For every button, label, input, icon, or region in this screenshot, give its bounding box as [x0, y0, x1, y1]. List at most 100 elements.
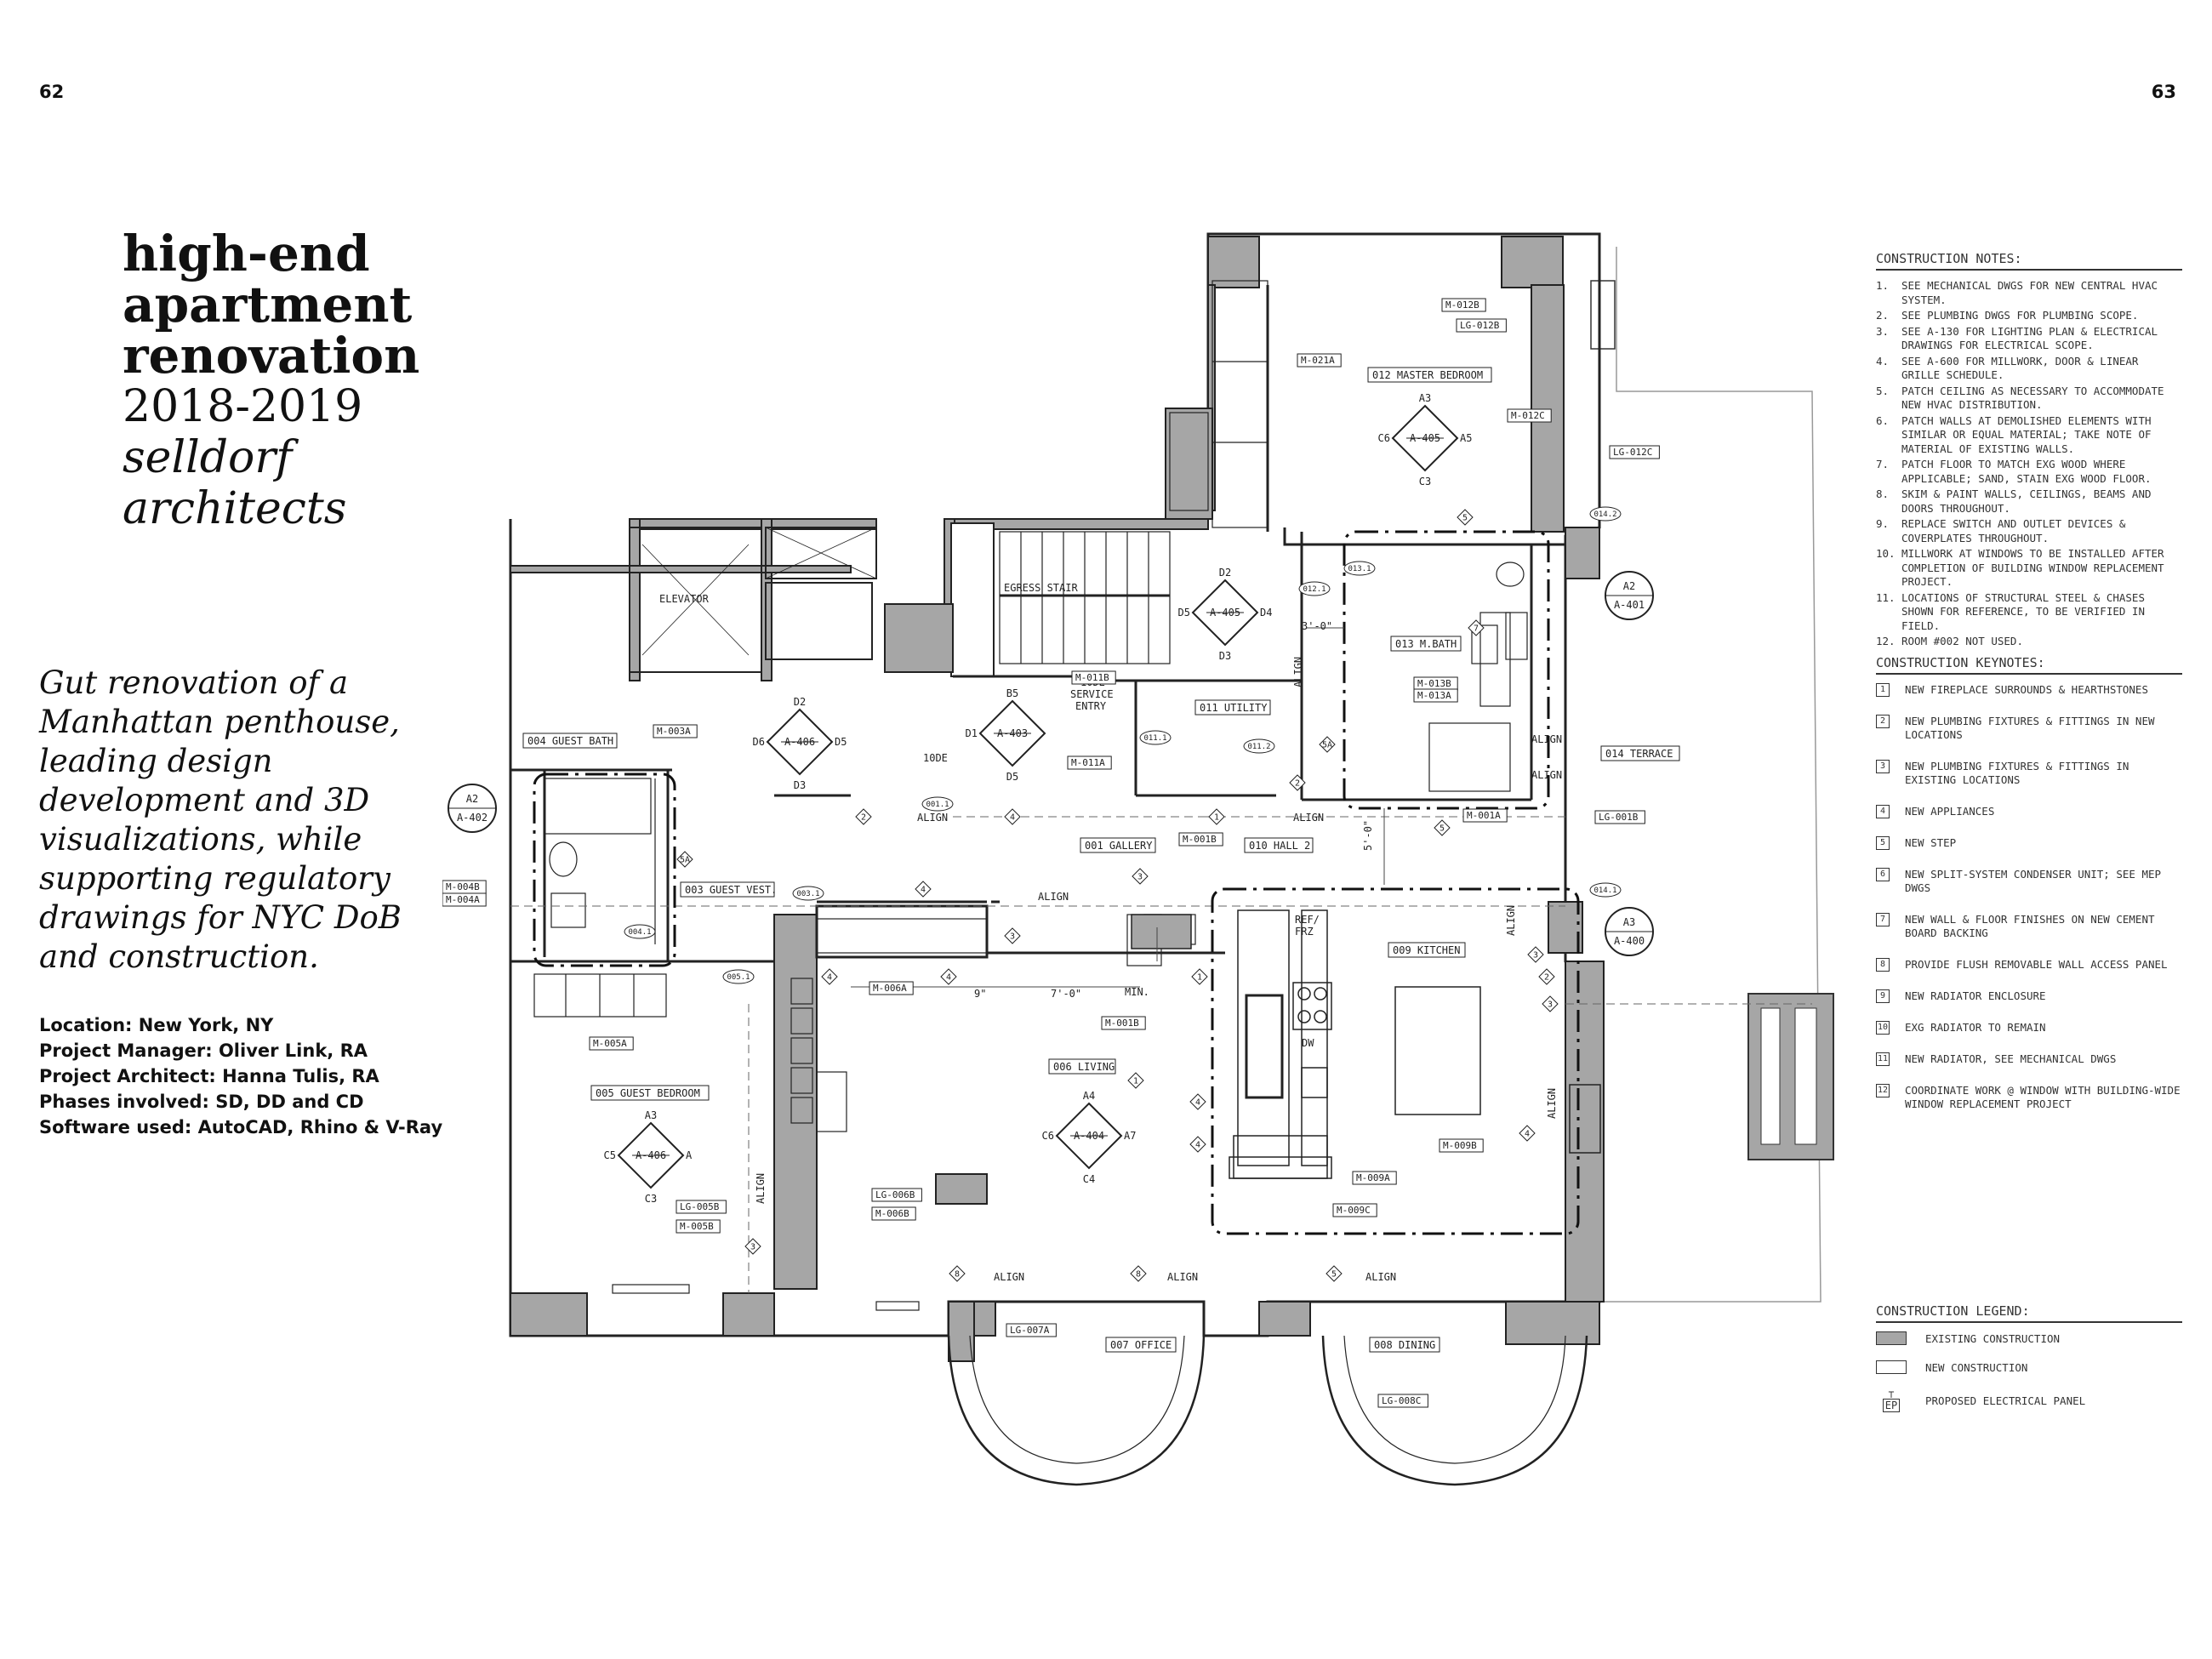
door-tag: 014.1 [1589, 882, 1622, 898]
keynote-diamond-number: 4 [946, 973, 951, 983]
door-tag: 005.1 [722, 969, 755, 984]
equipment-tag: M-003A [653, 724, 698, 738]
section-marker-sheet: A-406 [784, 736, 815, 748]
equipment-tag-label: LG-001B [1599, 812, 1639, 823]
keynote-diamond-shape [676, 851, 693, 868]
new-swatch [1876, 1360, 1907, 1374]
section-marker-sheet: A-406 [636, 1149, 666, 1161]
label-door: 10DE [923, 752, 948, 764]
equipment-tag: LG-005B [676, 1200, 727, 1214]
keynote-number: 2 [1876, 715, 1890, 728]
note-number: 1. [1876, 279, 1890, 292]
equipment-tag: M-021A [1297, 353, 1342, 368]
section-marker-left: D1 [966, 727, 978, 739]
keynote-diamond: 5 [1457, 509, 1474, 526]
detail-project-manager: Project Manager: Oliver Link, RA [39, 1040, 368, 1061]
equipment-tag-box [1413, 688, 1458, 703]
plan-text: ELEVATOR EGRESS STAIR 10DE SERVICE ENTRY… [659, 582, 1562, 1283]
ep-symbol-text: EP [1882, 1399, 1901, 1412]
kitchen-fixtures [1229, 909, 1481, 1179]
equipment-tag: M-005A [589, 1036, 634, 1051]
note-text: SEE A-600 FOR MILLWORK, DOOR & LINEAR GR… [1901, 354, 2139, 382]
equipment-tag-box [1441, 298, 1486, 312]
door-tag-oval [1343, 561, 1376, 576]
note-number: 6. [1876, 413, 1890, 427]
keynote-text: COORDINATE WORK @ WINDOW WITH BUILDING-W… [1905, 1084, 2181, 1110]
equipment-tag-box [1439, 1138, 1484, 1153]
equipment-tag: M-013A [1413, 688, 1458, 703]
note-text: SKIM & PAINT WALLS, CEILINGS, BEAMS AND … [1901, 487, 2152, 515]
keynote-number: 4 [1876, 805, 1890, 818]
keynote-text: NEW STEP [1905, 836, 1957, 849]
door-tag: 011.1 [1139, 730, 1172, 745]
section-marker-top: A4 [1083, 1090, 1095, 1102]
equipment-tag-label: LG-006B [875, 1189, 915, 1200]
equipment-tag-label: M-004A [446, 894, 480, 905]
project-title: high-end apartment renovation 2018-2019 … [123, 228, 480, 534]
enlarged-plan-boundaries [533, 530, 1580, 1235]
keynote-diamond-shape [855, 808, 872, 825]
room-tags: 001 GALLERY 003 GUEST VEST. 004 GUEST BA… [522, 367, 1680, 1353]
elevation-tag-top: A2 [466, 793, 478, 805]
equipment-tag-label: M-011A [1071, 757, 1105, 768]
section-marker-right: D4 [1260, 607, 1272, 619]
section-marker-top: D2 [794, 696, 806, 708]
note-item: 4.SEE A-600 FOR MILLWORK, DOOR & LINEAR … [1876, 355, 2182, 383]
door-tag-label: 011.1 [1143, 734, 1166, 743]
equipment-tag-box [869, 981, 914, 995]
room-tag-007: 007 OFFICE [1105, 1337, 1177, 1353]
section-marker-bottom: D3 [794, 779, 806, 791]
room-name-005: 005 GUEST BEDROOM [596, 1087, 700, 1099]
equipment-tag-box [871, 1188, 922, 1202]
legend-item: NEW CONSTRUCTION [1876, 1360, 2182, 1374]
door-tag-label: 003.1 [796, 890, 819, 898]
door-tag-label: 011.2 [1247, 743, 1270, 751]
title-line-3: renovation [123, 327, 420, 385]
page-number-right: 63 [2151, 82, 2176, 102]
door-tag: 011.2 [1243, 738, 1275, 754]
door-tag: 012.1 [1298, 581, 1331, 596]
keynote-diamond-shape [744, 1238, 761, 1255]
keynote-diamond-shape [1189, 1093, 1206, 1110]
section-marker-sheet: A-405 [1210, 607, 1240, 619]
keynote-diamond: 1 [1191, 968, 1208, 985]
room-name-007: 007 OFFICE [1110, 1339, 1172, 1351]
room-tag-014: 014 TERRACE [1600, 745, 1680, 761]
project-details: Location: New York, NY Project Manager: … [39, 1012, 442, 1140]
keynote-text: NEW APPLIANCES [1905, 805, 1995, 818]
keynote-diamond-number: 5A [680, 856, 690, 865]
section-marker-sheet: A-404 [1074, 1130, 1104, 1142]
door-tag-label: 013.1 [1348, 565, 1371, 573]
keynote-diamond-shape [1208, 808, 1225, 825]
note-item: 7.PATCH FLOOR TO MATCH EXG WOOD WHERE AP… [1876, 458, 2182, 486]
keynote-diamond-number: 2 [1544, 973, 1549, 983]
equipment-tag-box [1297, 353, 1342, 368]
section-marker-top: A3 [1419, 392, 1431, 404]
equipment-tag: M-009C [1332, 1203, 1377, 1217]
keynote-diamond-shape [949, 1265, 966, 1282]
equipment-tag-box [1377, 1394, 1428, 1408]
keynote-diamond: 3 [1542, 995, 1559, 1012]
keynote-diamond: 4 [940, 968, 957, 985]
equipment-tag: LG-006B [871, 1188, 922, 1202]
keynote-diamond-shape [940, 968, 957, 985]
equipment-tag-label: M-009B [1443, 1140, 1477, 1151]
keynote-text: PROVIDE FLUSH REMOVABLE WALL ACCESS PANE… [1905, 958, 2168, 971]
keynote-diamond-shape [1527, 946, 1544, 963]
label-refrig-2: FRZ [1295, 926, 1314, 938]
equipment-tag-label: M-006A [873, 983, 907, 994]
note-text: SEE MECHANICAL DWGS FOR NEW CENTRAL HVAC… [1901, 279, 2158, 306]
keynote-diamond: 4 [1189, 1093, 1206, 1110]
keynote-diamond: 3 [1132, 868, 1149, 885]
door-tag-oval [624, 924, 656, 939]
master-bath-fixtures [1428, 562, 1528, 792]
keynote-diamond-shape [1127, 1072, 1144, 1089]
keynote-diamond: 3 [1527, 946, 1544, 963]
